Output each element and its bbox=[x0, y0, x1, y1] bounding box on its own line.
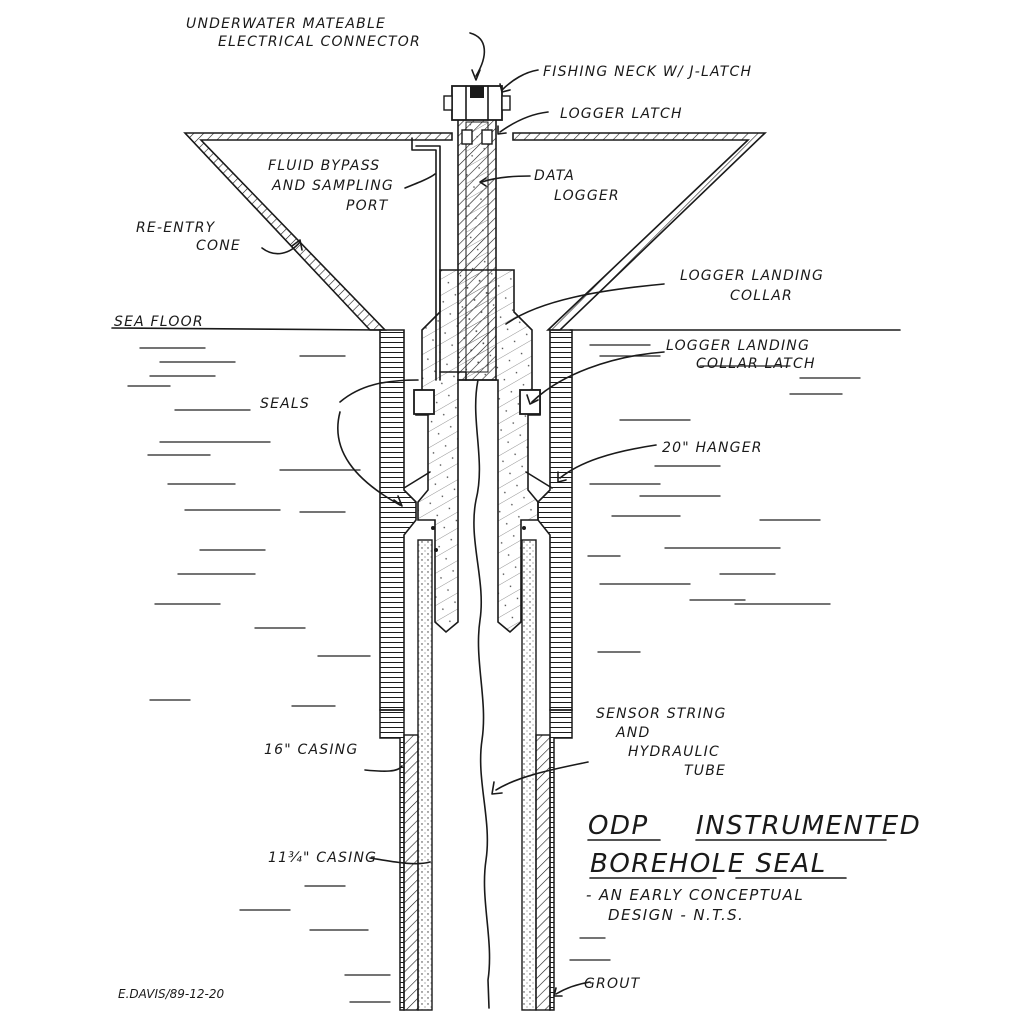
reentry-cone bbox=[183, 132, 767, 331]
label-landing-collar-line2: COLLAR bbox=[730, 288, 793, 304]
label-data-logger-line1: DATA bbox=[534, 168, 575, 184]
sediment-left bbox=[127, 347, 391, 1003]
seals bbox=[403, 471, 553, 552]
title-block: ODP INSTRUMENTED BOREHOLE SEAL - AN EARL… bbox=[586, 811, 921, 924]
label-collar-latch-line2: COLLAR LATCH bbox=[696, 356, 816, 372]
label-data-logger-line2: LOGGER bbox=[554, 188, 620, 204]
casing-16-left bbox=[379, 709, 419, 1011]
label-casing-16: 16" CASING bbox=[264, 742, 358, 758]
sediment-right bbox=[569, 344, 861, 961]
label-seals: SEALS bbox=[260, 396, 310, 412]
label-connector-line1: UNDERWATER MATEABLE bbox=[186, 16, 386, 32]
sea-floor-line bbox=[111, 327, 901, 331]
label-fluid-bypass-line3: PORT bbox=[346, 198, 389, 214]
leader-lines bbox=[261, 32, 665, 997]
label-fluid-bypass: FLUID BYPASS AND SAMPLING PORT bbox=[268, 158, 394, 214]
author-signature: E.DAVIS/89-12-20 bbox=[118, 987, 224, 1001]
label-hanger: 20" HANGER bbox=[662, 440, 763, 456]
title-subtitle-line1: - AN EARLY CONCEPTUAL bbox=[586, 886, 804, 904]
hanger-casing-right bbox=[537, 329, 573, 711]
label-reentry-cone: RE-ENTRY CONE bbox=[136, 220, 241, 254]
label-sensor-string: SENSOR STRING AND HYDRAULIC TUBE bbox=[596, 706, 727, 779]
label-connector: UNDERWATER MATEABLE ELECTRICAL CONNECTOR bbox=[186, 16, 421, 50]
title-borehole-seal: BOREHOLE SEAL bbox=[590, 849, 827, 879]
label-grout: GROUT bbox=[584, 976, 641, 992]
data-logger bbox=[457, 117, 497, 381]
label-fluid-bypass-line2: AND SAMPLING bbox=[271, 178, 394, 194]
fishing-neck bbox=[443, 85, 511, 145]
casing-11-left bbox=[417, 539, 433, 1011]
label-data-logger: DATA LOGGER bbox=[534, 168, 620, 204]
title-odp: ODP bbox=[588, 811, 649, 841]
label-sensor-string-line3: HYDRAULIC bbox=[628, 744, 720, 760]
label-reentry-cone-line1: RE-ENTRY bbox=[136, 220, 216, 236]
collar-latch-left bbox=[413, 389, 435, 415]
label-reentry-cone-line2: CONE bbox=[196, 238, 241, 254]
label-collar-latch-line1: LOGGER LANDING bbox=[666, 338, 810, 354]
label-fishing-neck: FISHING NECK W/ J-LATCH bbox=[543, 64, 752, 80]
label-casing-11: 11¾" CASING bbox=[268, 850, 377, 866]
sensor-string bbox=[473, 379, 491, 1009]
label-connector-line2: ELECTRICAL CONNECTOR bbox=[218, 34, 421, 50]
fluid-bypass-tube bbox=[411, 137, 467, 381]
hanger-casing-left bbox=[379, 329, 417, 711]
title-subtitle-line2: DESIGN - N.T.S. bbox=[608, 906, 744, 924]
title-instrumented: INSTRUMENTED bbox=[696, 811, 921, 841]
casing-11-right bbox=[521, 539, 537, 1011]
label-sensor-string-line2: AND bbox=[615, 725, 650, 741]
label-landing-collar: LOGGER LANDING COLLAR bbox=[680, 268, 824, 304]
label-collar-latch: LOGGER LANDING COLLAR LATCH bbox=[666, 338, 816, 372]
label-sensor-string-line4: TUBE bbox=[684, 763, 726, 779]
label-fluid-bypass-line1: FLUID BYPASS bbox=[268, 158, 380, 174]
label-sea-floor: SEA FLOOR bbox=[114, 314, 204, 330]
label-landing-collar-line1: LOGGER LANDING bbox=[680, 268, 824, 284]
label-sensor-string-line1: SENSOR STRING bbox=[596, 706, 727, 722]
casing-16-right bbox=[535, 709, 573, 1011]
label-logger-latch: LOGGER LATCH bbox=[560, 106, 683, 122]
